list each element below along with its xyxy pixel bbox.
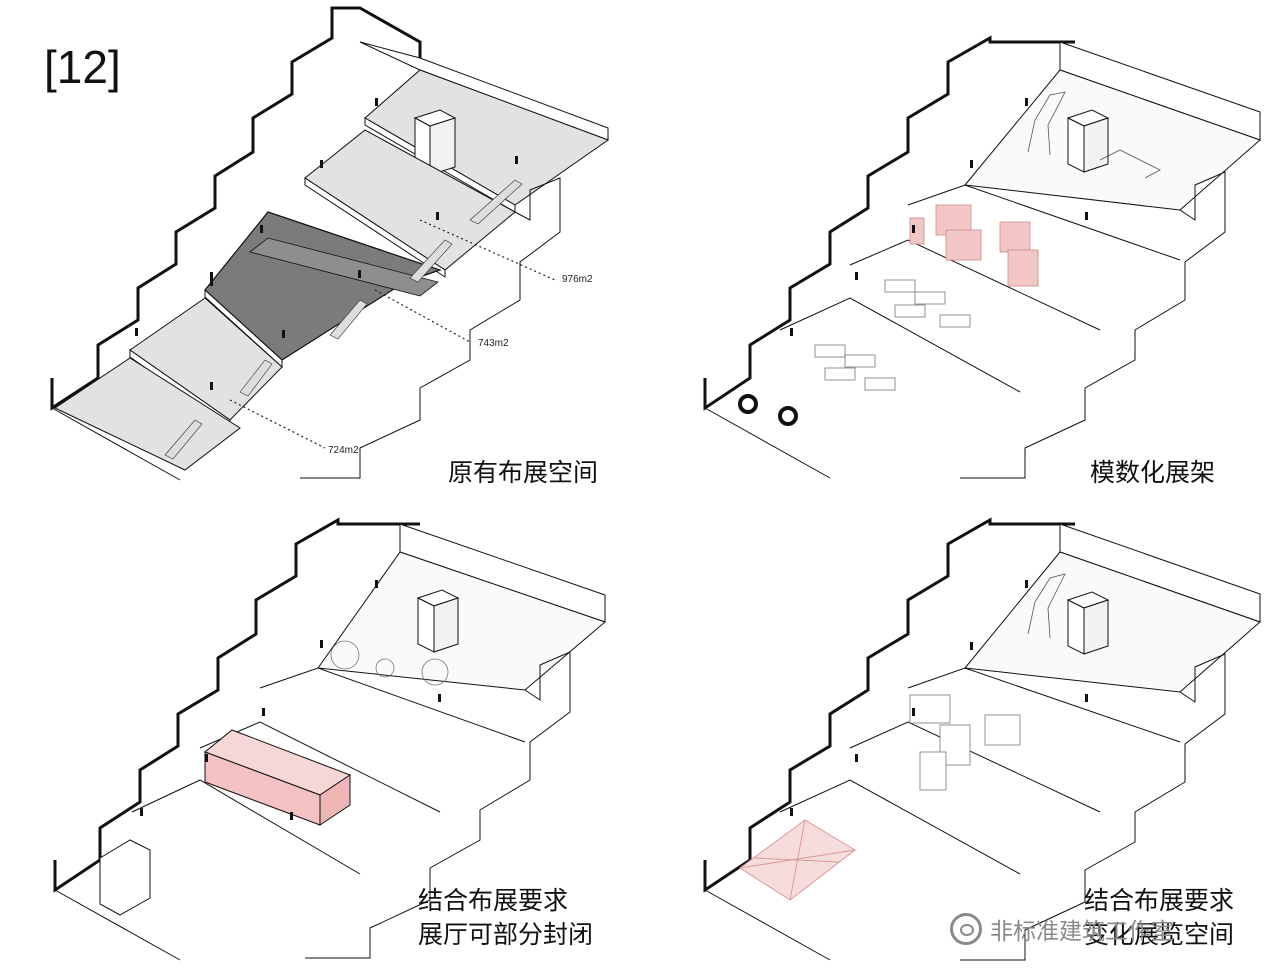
caption-original-space: 原有布展空间 [448, 458, 599, 487]
watermark: 非标准建筑工作室 [950, 912, 1174, 946]
panel-varied-space: 结合布展要求 变化展览空间 [640, 490, 1280, 980]
caption-enclosed-line2: 展厅可部分封闭 [418, 920, 594, 949]
panel-enclosed-hall: 结合布展要求 展厅可部分封闭 [0, 490, 640, 980]
wechat-icon [950, 913, 982, 945]
stepped-section-axonometric [703, 517, 1261, 961]
caption-varied-line2: 变化展览空间 [1084, 920, 1235, 949]
caption-varied-line1: 结合布展要求 [1084, 886, 1235, 915]
stepped-section-axonometric [703, 35, 1261, 479]
panel-original-space: 976m2 743m2 724m2 原有布展空间 [0, 0, 640, 490]
watermark-text: 非标准建筑工作室 [990, 919, 1174, 945]
stepped-section-axonometric [50, 6, 610, 481]
area-label-middle: 743m2 [478, 338, 509, 349]
caption-modular-racks: 模数化展架 [1090, 458, 1216, 487]
area-label-bottom: 724m2 [328, 445, 359, 456]
figure-number: [12] [44, 41, 121, 93]
panel-modular-racks: 模数化展架 [640, 0, 1280, 490]
area-label-top: 976m2 [562, 274, 593, 285]
caption-enclosed-line1: 结合布展要求 [418, 886, 569, 915]
stepped-section-axonometric [53, 517, 606, 961]
